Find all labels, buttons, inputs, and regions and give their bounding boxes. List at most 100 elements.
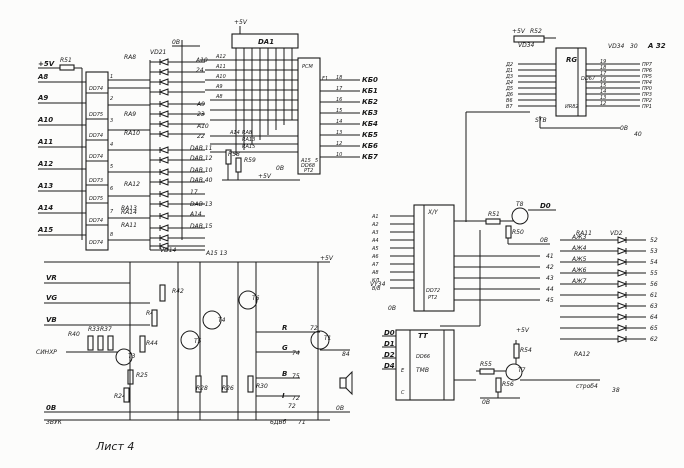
kb-pin: 13 bbox=[336, 130, 342, 136]
label-r52: R52 bbox=[530, 28, 542, 35]
label-plus5v-left: +5V bbox=[38, 60, 55, 68]
dd72-input-label: A2 bbox=[371, 222, 379, 228]
diode-symbol bbox=[150, 146, 205, 154]
e-pin: E bbox=[401, 368, 405, 374]
pt2b: PT2 bbox=[428, 295, 437, 301]
rg-output-label: ПР4 bbox=[642, 80, 652, 86]
ir82: ИR82 bbox=[565, 104, 579, 110]
n71: 71 bbox=[298, 419, 306, 426]
label-t7: T7 bbox=[518, 367, 526, 374]
ra13s: RA13 bbox=[242, 137, 255, 143]
kb-pin: 17 bbox=[336, 86, 343, 92]
diode-symbol bbox=[150, 242, 205, 250]
a11s: A11 bbox=[215, 64, 226, 70]
input-a8: A8 bbox=[37, 73, 48, 81]
dd67: DD67 bbox=[581, 76, 596, 82]
n5: 5 bbox=[315, 158, 318, 164]
n84: 84 bbox=[342, 351, 350, 358]
rg-output-pin: 16 bbox=[600, 77, 606, 83]
dd72-output-label: 41 bbox=[546, 253, 554, 260]
ov-rg: 0B bbox=[620, 125, 628, 132]
dd72: DD72 bbox=[426, 288, 440, 294]
ra15s: RA15 bbox=[242, 144, 255, 150]
rg-input-label: В7 bbox=[506, 104, 513, 110]
sheet-title: Лист 4 bbox=[95, 440, 134, 453]
rg-plus5v: +5V bbox=[512, 28, 526, 35]
r44: R44 bbox=[146, 340, 158, 347]
rg-output-label: ПР3 bbox=[642, 92, 652, 98]
pin-n: 7 bbox=[110, 209, 114, 215]
vd2-right-label: 54 bbox=[650, 259, 658, 266]
analog-section: +5V VR VG VB СИНХР R40 R33 R37 T3 R25 R2… bbox=[36, 255, 353, 426]
diode-symbol bbox=[150, 68, 205, 76]
dd72-input-label: КЛ bbox=[372, 278, 380, 284]
r-label: RA12 bbox=[124, 181, 140, 188]
dd72-output-label: 45 bbox=[546, 297, 554, 304]
diode-symbol bbox=[150, 212, 205, 220]
label-vd2: VD2 bbox=[610, 230, 623, 237]
label-t5: T5 bbox=[194, 338, 202, 345]
diode-symbol bbox=[150, 58, 205, 66]
dd72-output-label: 43 bbox=[546, 275, 554, 282]
r33: R33 bbox=[88, 326, 100, 333]
bdvb: 6ДВб bbox=[270, 419, 287, 426]
diode-symbol bbox=[150, 178, 205, 186]
dd72-output-label: 44 bbox=[546, 286, 554, 293]
label-r59: R59 bbox=[244, 157, 256, 164]
rg-output-pin: 12 bbox=[600, 101, 606, 107]
pin-n: 2 bbox=[110, 96, 113, 102]
out-r: R bbox=[282, 324, 287, 332]
label-a10m: A10 bbox=[196, 123, 209, 130]
dd72-output-label: 42 bbox=[546, 264, 554, 271]
n38: 38 bbox=[612, 387, 620, 394]
label-rg: RG bbox=[566, 56, 577, 64]
r37: R37 bbox=[100, 326, 112, 333]
rg-input-label: Д5 bbox=[505, 86, 513, 92]
r-label: RA10 bbox=[124, 130, 140, 137]
gate-dd73-1: DD73 bbox=[89, 178, 103, 184]
ov-t8: 0B bbox=[540, 237, 548, 244]
vd2-right-label: 63 bbox=[650, 303, 658, 310]
ov-pt2: 0B bbox=[276, 165, 284, 172]
kb-output-label: КБ5 bbox=[362, 131, 378, 139]
n40: 40 bbox=[634, 131, 642, 138]
dd72-input-label: A8 bbox=[371, 270, 379, 276]
label-24: 24 bbox=[196, 67, 204, 74]
label-dab10: DAB 10 bbox=[190, 167, 213, 174]
vd2-right-label: 55 bbox=[650, 270, 658, 277]
kb-output-label: КБ2 bbox=[362, 98, 378, 106]
kb-output-label: КБ1 bbox=[362, 87, 378, 95]
a8s: A8 bbox=[215, 94, 223, 100]
vd2-right-label: 62 bbox=[650, 336, 658, 343]
a14s: A14 bbox=[229, 130, 240, 136]
a15-pt2: A15 bbox=[300, 158, 311, 164]
label-a15-13: A15 13 bbox=[205, 250, 227, 257]
rg-input-label: В6 bbox=[506, 98, 513, 104]
ov-dd72: 0B bbox=[388, 305, 396, 312]
vd2-right-label: 52 bbox=[650, 237, 658, 244]
n74: 74 bbox=[292, 350, 300, 357]
label-da1: DA1 bbox=[258, 38, 274, 46]
kb-output-label: КБ6 bbox=[362, 142, 378, 150]
label-dab40: DAB 40 bbox=[190, 177, 213, 184]
label-zvuk: ЗВУК bbox=[46, 419, 63, 426]
rg-output-pin: 14 bbox=[600, 89, 606, 95]
rg-input-label: Д6 bbox=[505, 92, 513, 98]
r-label: RA11 bbox=[121, 222, 137, 229]
n72b: 72 bbox=[292, 395, 300, 402]
ra8s: RA8 bbox=[242, 130, 252, 136]
input-a12: A12 bbox=[37, 160, 53, 168]
gate-labels: DD74 DD75 DD74 DD74 DD73 DD75 DD74 DD74 bbox=[86, 86, 108, 246]
rg-output-label: ПР2 bbox=[642, 98, 652, 104]
diode-symbol bbox=[150, 156, 205, 164]
dd66: DD66 bbox=[416, 354, 430, 360]
label-t4: T4 bbox=[218, 317, 226, 324]
dd72-input-label: A4 bbox=[371, 238, 379, 244]
n72: 72 bbox=[310, 325, 318, 332]
kb-output-label: КБ3 bbox=[362, 109, 378, 117]
kb-output-label: КБ4 bbox=[362, 120, 378, 128]
